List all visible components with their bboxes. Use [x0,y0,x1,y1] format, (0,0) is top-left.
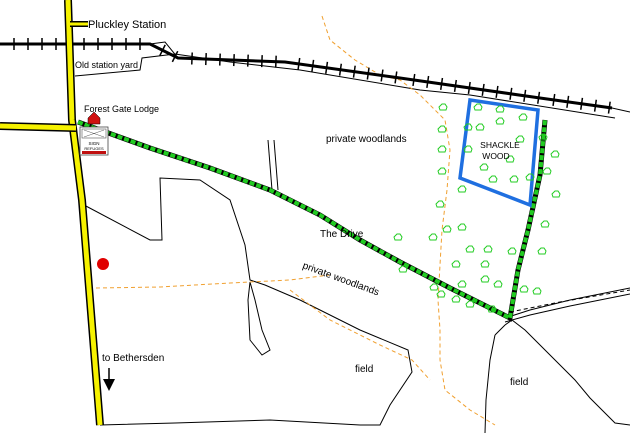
railway-sleeper [394,71,398,84]
railway-sleeper [523,89,527,102]
tree-icon [550,150,560,158]
tree-icon [457,280,467,288]
tree-icon [437,125,447,133]
tree-icon [437,145,447,153]
railway-sleeper [439,77,444,90]
tree-icon [457,223,467,231]
lodge-label: Forest Gate Lodge [84,104,159,114]
tree-icon [532,287,542,295]
location-dot [97,258,109,270]
tree-icon [429,283,439,291]
tree-icon [540,220,550,228]
sign-line1: SIGN [88,141,99,146]
tree-icon [437,167,447,175]
tree-icon [479,163,489,171]
wood-name-line2: WOOD [482,151,509,161]
railway-sleeper [580,97,584,110]
tree-icon [509,175,519,183]
tree-icon [483,245,493,253]
railway-sleeper [566,95,570,108]
railway-sleeper [537,91,541,104]
railway-sleeper [311,59,315,72]
tree-icon [542,167,552,175]
railway-sleeper [352,65,356,78]
signboard-icon: SIGN REFUGES [79,126,109,156]
tree-icon [393,103,561,313]
railway-sleeper [509,87,513,100]
tree-icon [515,135,525,143]
walk-route [77,119,548,322]
wood-name-line1: SHACKLE [480,140,520,150]
railway [0,38,613,114]
tree-icon [507,247,517,255]
road-main [64,0,104,426]
tree-icon [393,233,403,241]
tree-icon [463,145,473,153]
railway-sleeper [159,44,166,56]
tree-icon [465,245,475,253]
station-yard-label: Old station yard [75,60,138,70]
tree-icon [442,225,452,233]
railway-sleeper [338,63,343,76]
tree-icon [493,280,503,288]
railway-sleeper [412,73,416,87]
tree-icon [519,285,529,293]
tree-icon [451,295,461,303]
tree-icon [495,105,505,113]
road-west [0,122,77,132]
tree-icon [457,185,467,193]
railway-sleeper [325,61,329,74]
tree-icon [518,113,528,121]
station-label: Pluckley Station [88,19,166,31]
sign-line2: REFUGES [84,146,104,151]
railway-sleeper [453,79,458,92]
tree-icon [451,260,461,268]
railway-sleeper [593,99,598,112]
tree-icon [505,155,515,163]
tree-icon [473,103,483,111]
railway-sleeper [171,50,179,63]
direction-label: to Bethersden [102,353,164,364]
tree-icon [435,200,445,208]
field-east-label: field [510,377,528,388]
railway-sleeper [481,83,485,96]
tree-icon [398,265,408,273]
field-west-label: field [355,364,373,375]
tree-icon [438,103,448,111]
shackle-wood-boundary [458,98,540,208]
tree-icon [495,117,505,125]
tree-icon [525,173,535,181]
house-icon [87,111,101,125]
tree-icon [463,123,473,131]
woods-south-label: private woodlands [301,260,381,298]
tree-icon [475,123,485,131]
tree-icon [436,290,446,298]
railway-sleeper [467,81,471,94]
tree-icon [551,190,561,198]
footpaths [95,15,496,426]
tree-icon [480,260,490,268]
railway-sleeper [426,75,430,89]
tree-icon [465,300,475,308]
track-east [509,289,630,313]
tree-icon [487,305,497,313]
drive-label: The Drive [320,229,364,240]
railway-sleeper [607,101,611,114]
tree-icon [488,175,498,183]
railway-sleeper [297,57,301,70]
tree-icon [480,275,490,283]
railway-sleeper [380,69,384,82]
tree-icon [538,133,548,141]
tree-icon [428,233,438,241]
woods-north-label: private woodlands [326,134,407,145]
railway-sleeper [495,85,499,98]
railway-sleeper [552,93,556,106]
railway-sleeper [366,67,370,80]
tree-icon [537,247,547,255]
